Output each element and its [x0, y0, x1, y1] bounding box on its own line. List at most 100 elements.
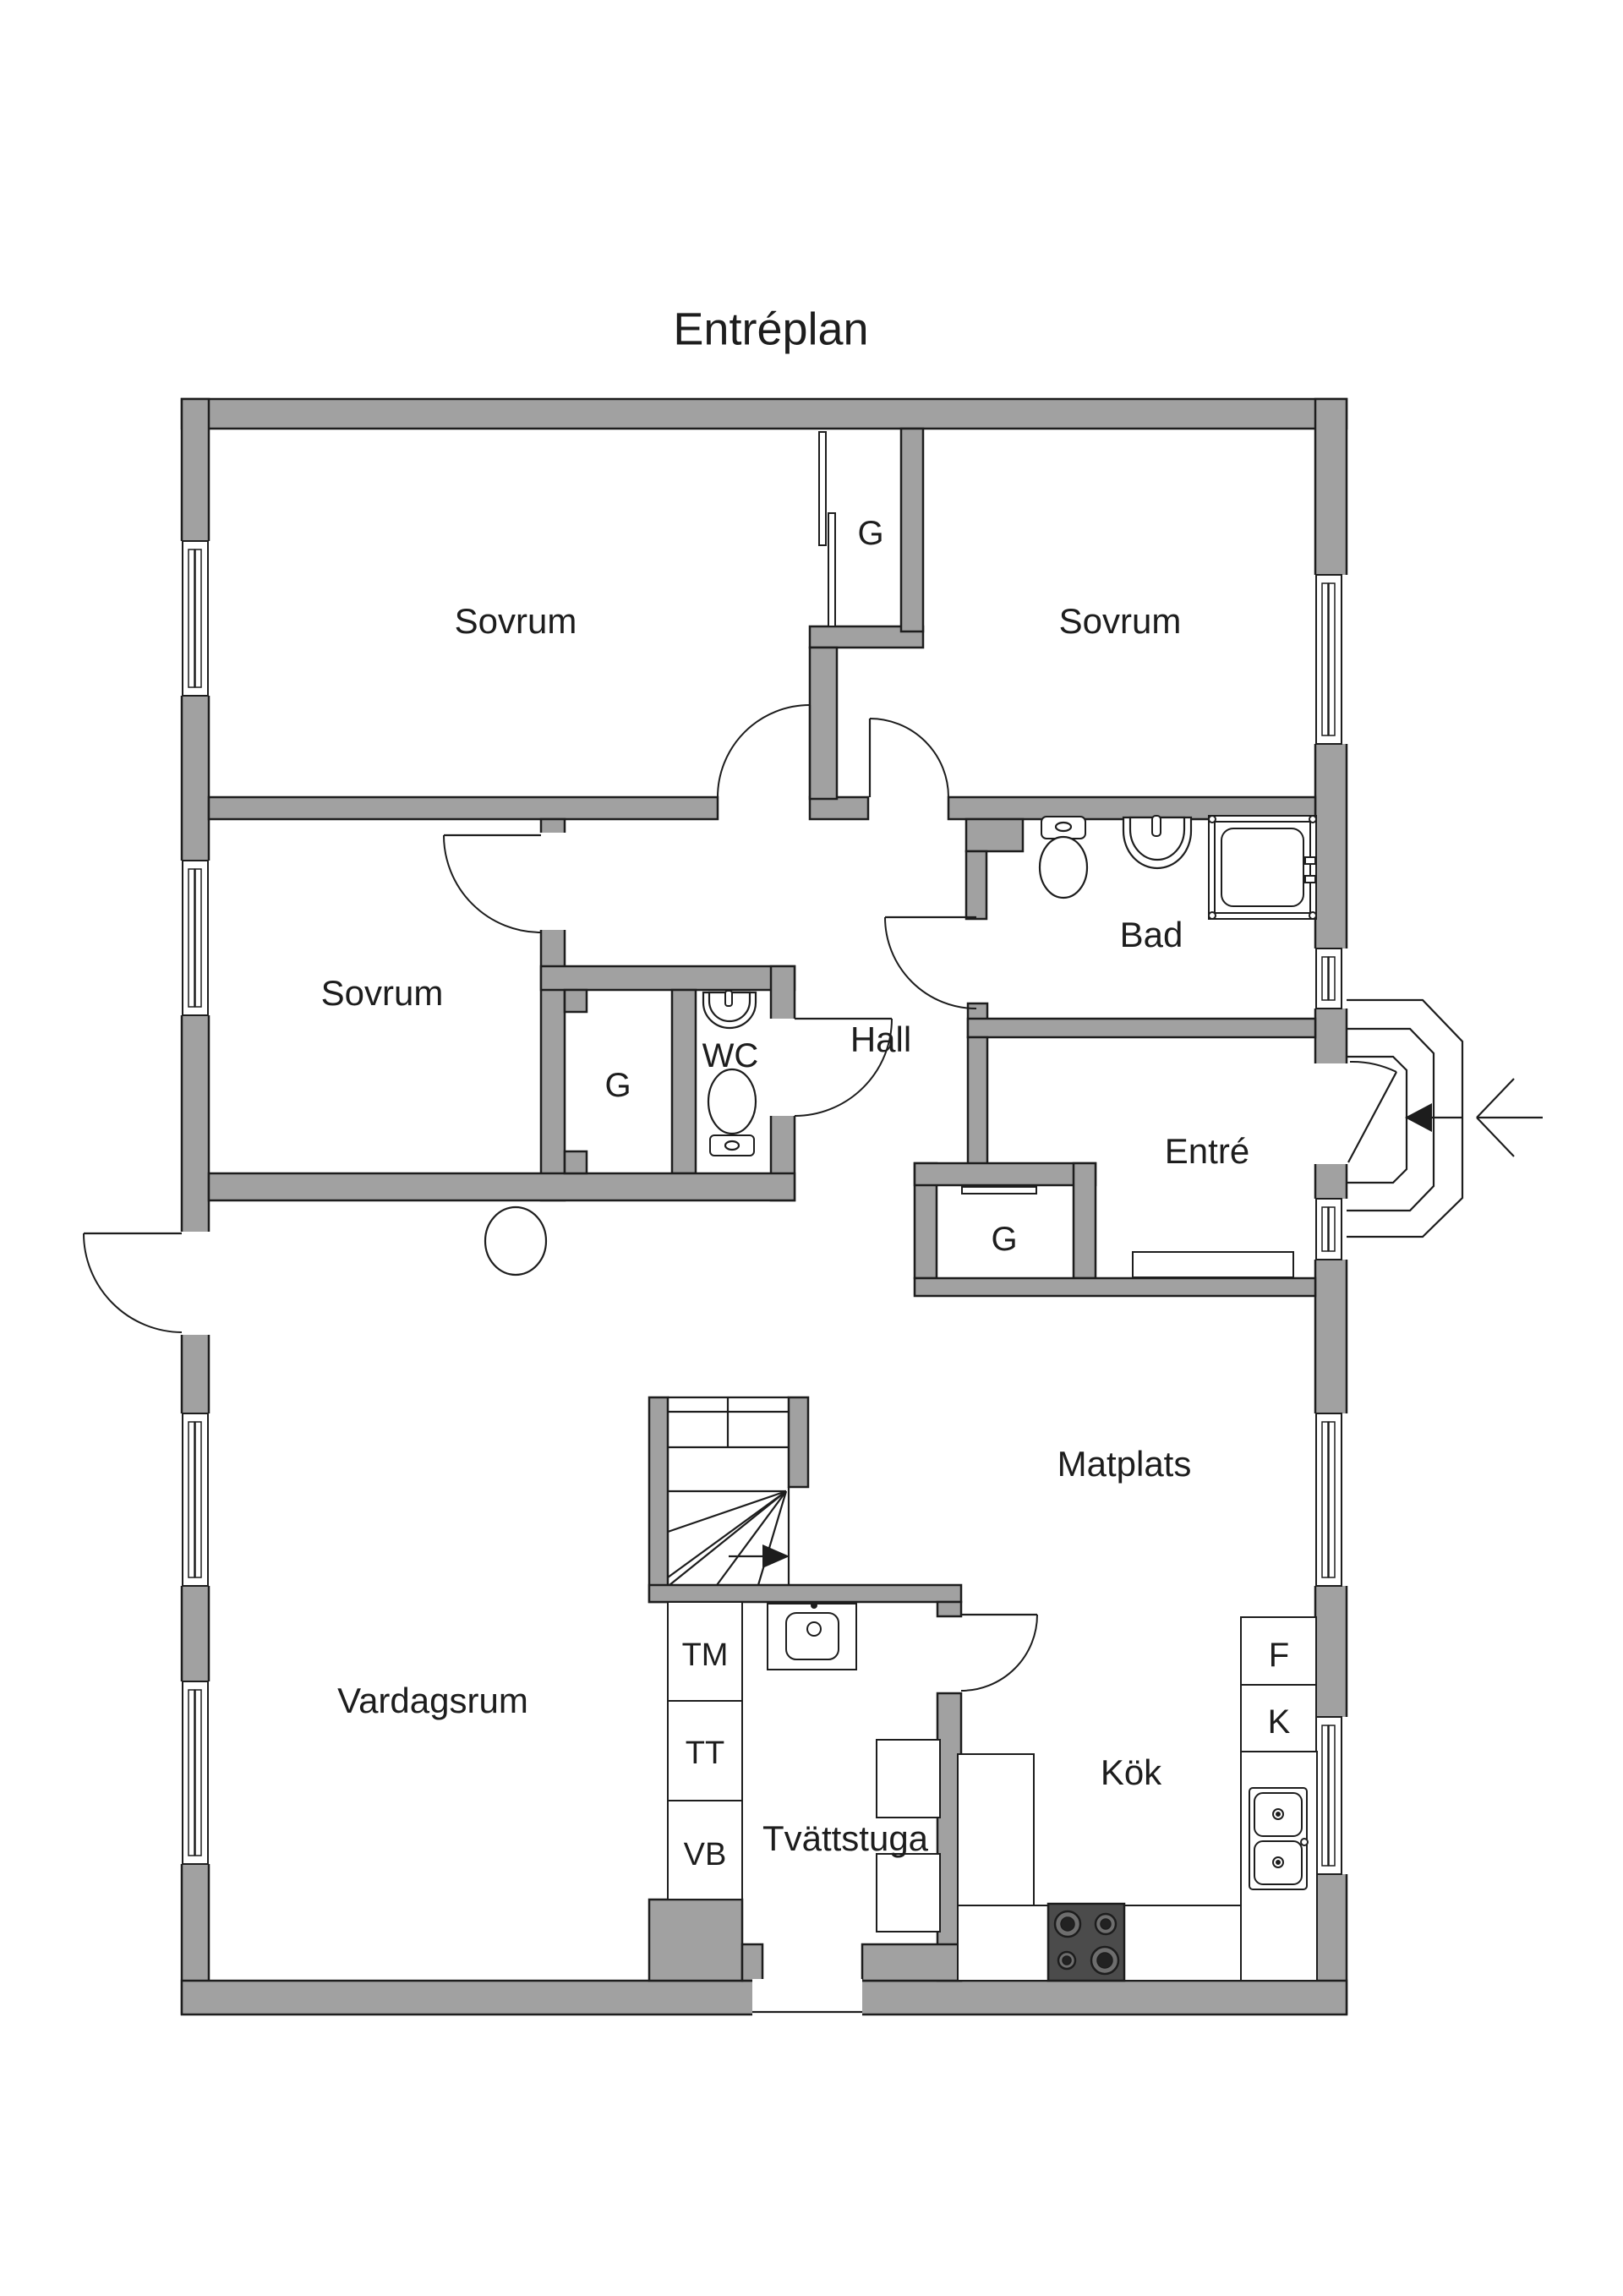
shower-tray [1221, 828, 1304, 907]
wall-closet-top-bottom [808, 625, 925, 649]
laundry-cabinet-2 [876, 1853, 941, 1932]
shower-corner-dot [1309, 815, 1317, 823]
entry-arrowhead [1405, 1103, 1432, 1132]
door-sovrum1-arc [717, 704, 811, 798]
stair-direction-arrowhead [762, 1544, 790, 1568]
bad-sink-inner [1128, 816, 1186, 861]
shower-corner-dot [1208, 815, 1216, 823]
fridge-box [1240, 1616, 1317, 1686]
stove-burner-core [1060, 1916, 1075, 1932]
bad-toilet-bowl [1038, 835, 1089, 899]
wall-bad-left-upper [965, 850, 988, 921]
wall-sovrum1-south [207, 795, 719, 821]
window-sovrum1-sash [194, 549, 202, 688]
wc-toilet-bowl [707, 1068, 757, 1135]
window-sovrum2-sash [1321, 582, 1329, 736]
room-label-sovrum-3: Sovrum [321, 973, 444, 1013]
kitchen-sink-drain-2-core [1276, 1860, 1281, 1865]
entre-bench [1132, 1251, 1294, 1278]
wall-hall-stub [808, 646, 839, 801]
kitchen-counter-left [957, 1753, 1035, 1906]
opening-door-sovrum3 [538, 833, 568, 930]
stair-winder [667, 1490, 787, 1533]
room-label-kok: Kök [1101, 1752, 1162, 1792]
room-label-sovrum-1: Sovrum [455, 601, 577, 641]
wall-g-notch-bottom [563, 1150, 588, 1175]
wall-stair-newel [787, 1396, 810, 1489]
room-label-vardagsrum: Vardagsrum [337, 1681, 528, 1720]
closet-label-g-middle: G [604, 1067, 631, 1104]
door-front-leaf [1347, 1071, 1397, 1163]
stair-winder [757, 1490, 788, 1586]
wc-toilet-button [724, 1140, 740, 1151]
door-wc-arc [794, 1018, 893, 1117]
wall-bad-south [966, 1017, 1317, 1039]
shower-corner-dot [1309, 911, 1317, 920]
window-vardagsrum-1-sash [188, 1421, 195, 1578]
window-entre-sash [1328, 1206, 1336, 1252]
window-bad-sash [1328, 956, 1336, 1001]
room-label-sovrum-2: Sovrum [1059, 601, 1182, 641]
porch-outline-inner [1347, 1055, 1408, 1184]
wall-bad-step [965, 817, 1025, 853]
shower-corner-dot [1208, 911, 1216, 920]
window-vardagsrum-2-sash [194, 1689, 202, 1856]
door-bad-arc [884, 916, 977, 1009]
window-kok-sash [1321, 1725, 1329, 1867]
entry-chevron-upper [1476, 1078, 1515, 1118]
wall-closet-top-right [899, 427, 925, 633]
room-label-entre: Entré [1165, 1131, 1249, 1171]
appliance-label-tm: TM [682, 1637, 729, 1673]
appliance-label-vb: VB [684, 1837, 727, 1872]
wall-entre-closet-right [1072, 1162, 1097, 1280]
sliding-door-leaf-2 [828, 512, 836, 627]
wc-sink-faucet [724, 990, 733, 1007]
room-label-tvattstuga: Tvättstuga [762, 1818, 929, 1858]
shower-mixer-1 [1304, 856, 1316, 865]
ceiling-lamp [484, 1205, 548, 1276]
wall-stair-left [648, 1396, 669, 1604]
opening-door-tvattstuga-exterior [752, 1979, 862, 2016]
window-matplats-sash [1321, 1421, 1329, 1578]
opening-door-left [180, 1232, 210, 1335]
stove-burner-core [1100, 1918, 1112, 1930]
window-matplats-sash [1328, 1421, 1336, 1578]
window-bad-sash [1321, 956, 1329, 1001]
wall-kitchen-north [648, 1583, 963, 1604]
appliance-label-tt: TT [686, 1736, 724, 1771]
wall-entre-south [913, 1276, 1317, 1298]
door-exterior-left-arc [83, 1233, 183, 1333]
wall-bottom-block [861, 1943, 963, 1982]
bad-sink-faucet [1151, 815, 1161, 837]
wall-kitchen-step [936, 1600, 963, 1618]
wall-tvattstuga-step [740, 1943, 764, 1982]
appliance-label-k: K [1268, 1703, 1291, 1741]
appliance-label-f: F [1269, 1637, 1289, 1674]
stair-winder [667, 1490, 787, 1578]
shower-mixer-2 [1304, 875, 1316, 883]
washing-machine-box [667, 1601, 743, 1702]
room-label-hall: Hall [850, 1020, 911, 1059]
freezer-box [1240, 1684, 1317, 1752]
window-vardagsrum-1-sash [194, 1421, 202, 1578]
exterior-wall-top [180, 397, 1348, 430]
door-sovrum2-arc [869, 718, 949, 798]
floorplan-title: Entréplan [673, 303, 868, 354]
wall-tvattstuga-block [648, 1898, 744, 1982]
door-sovrum3-arc [443, 834, 542, 933]
stair-winder [716, 1490, 787, 1586]
entry-chevron-lower [1476, 1117, 1515, 1157]
water-heater-box [667, 1800, 743, 1900]
window-sovrum3-sash [188, 868, 195, 1008]
window-sovrum1-sash [188, 549, 195, 688]
bad-toilet-button [1054, 821, 1073, 833]
laundry-cabinet-1 [876, 1739, 941, 1818]
opening-front-door [1314, 1063, 1348, 1164]
room-label-wc: WC [702, 1037, 759, 1074]
sliding-door-leaf-1 [818, 431, 827, 546]
laundry-faucet-dot [811, 1602, 817, 1609]
window-kok-sash [1328, 1725, 1336, 1867]
